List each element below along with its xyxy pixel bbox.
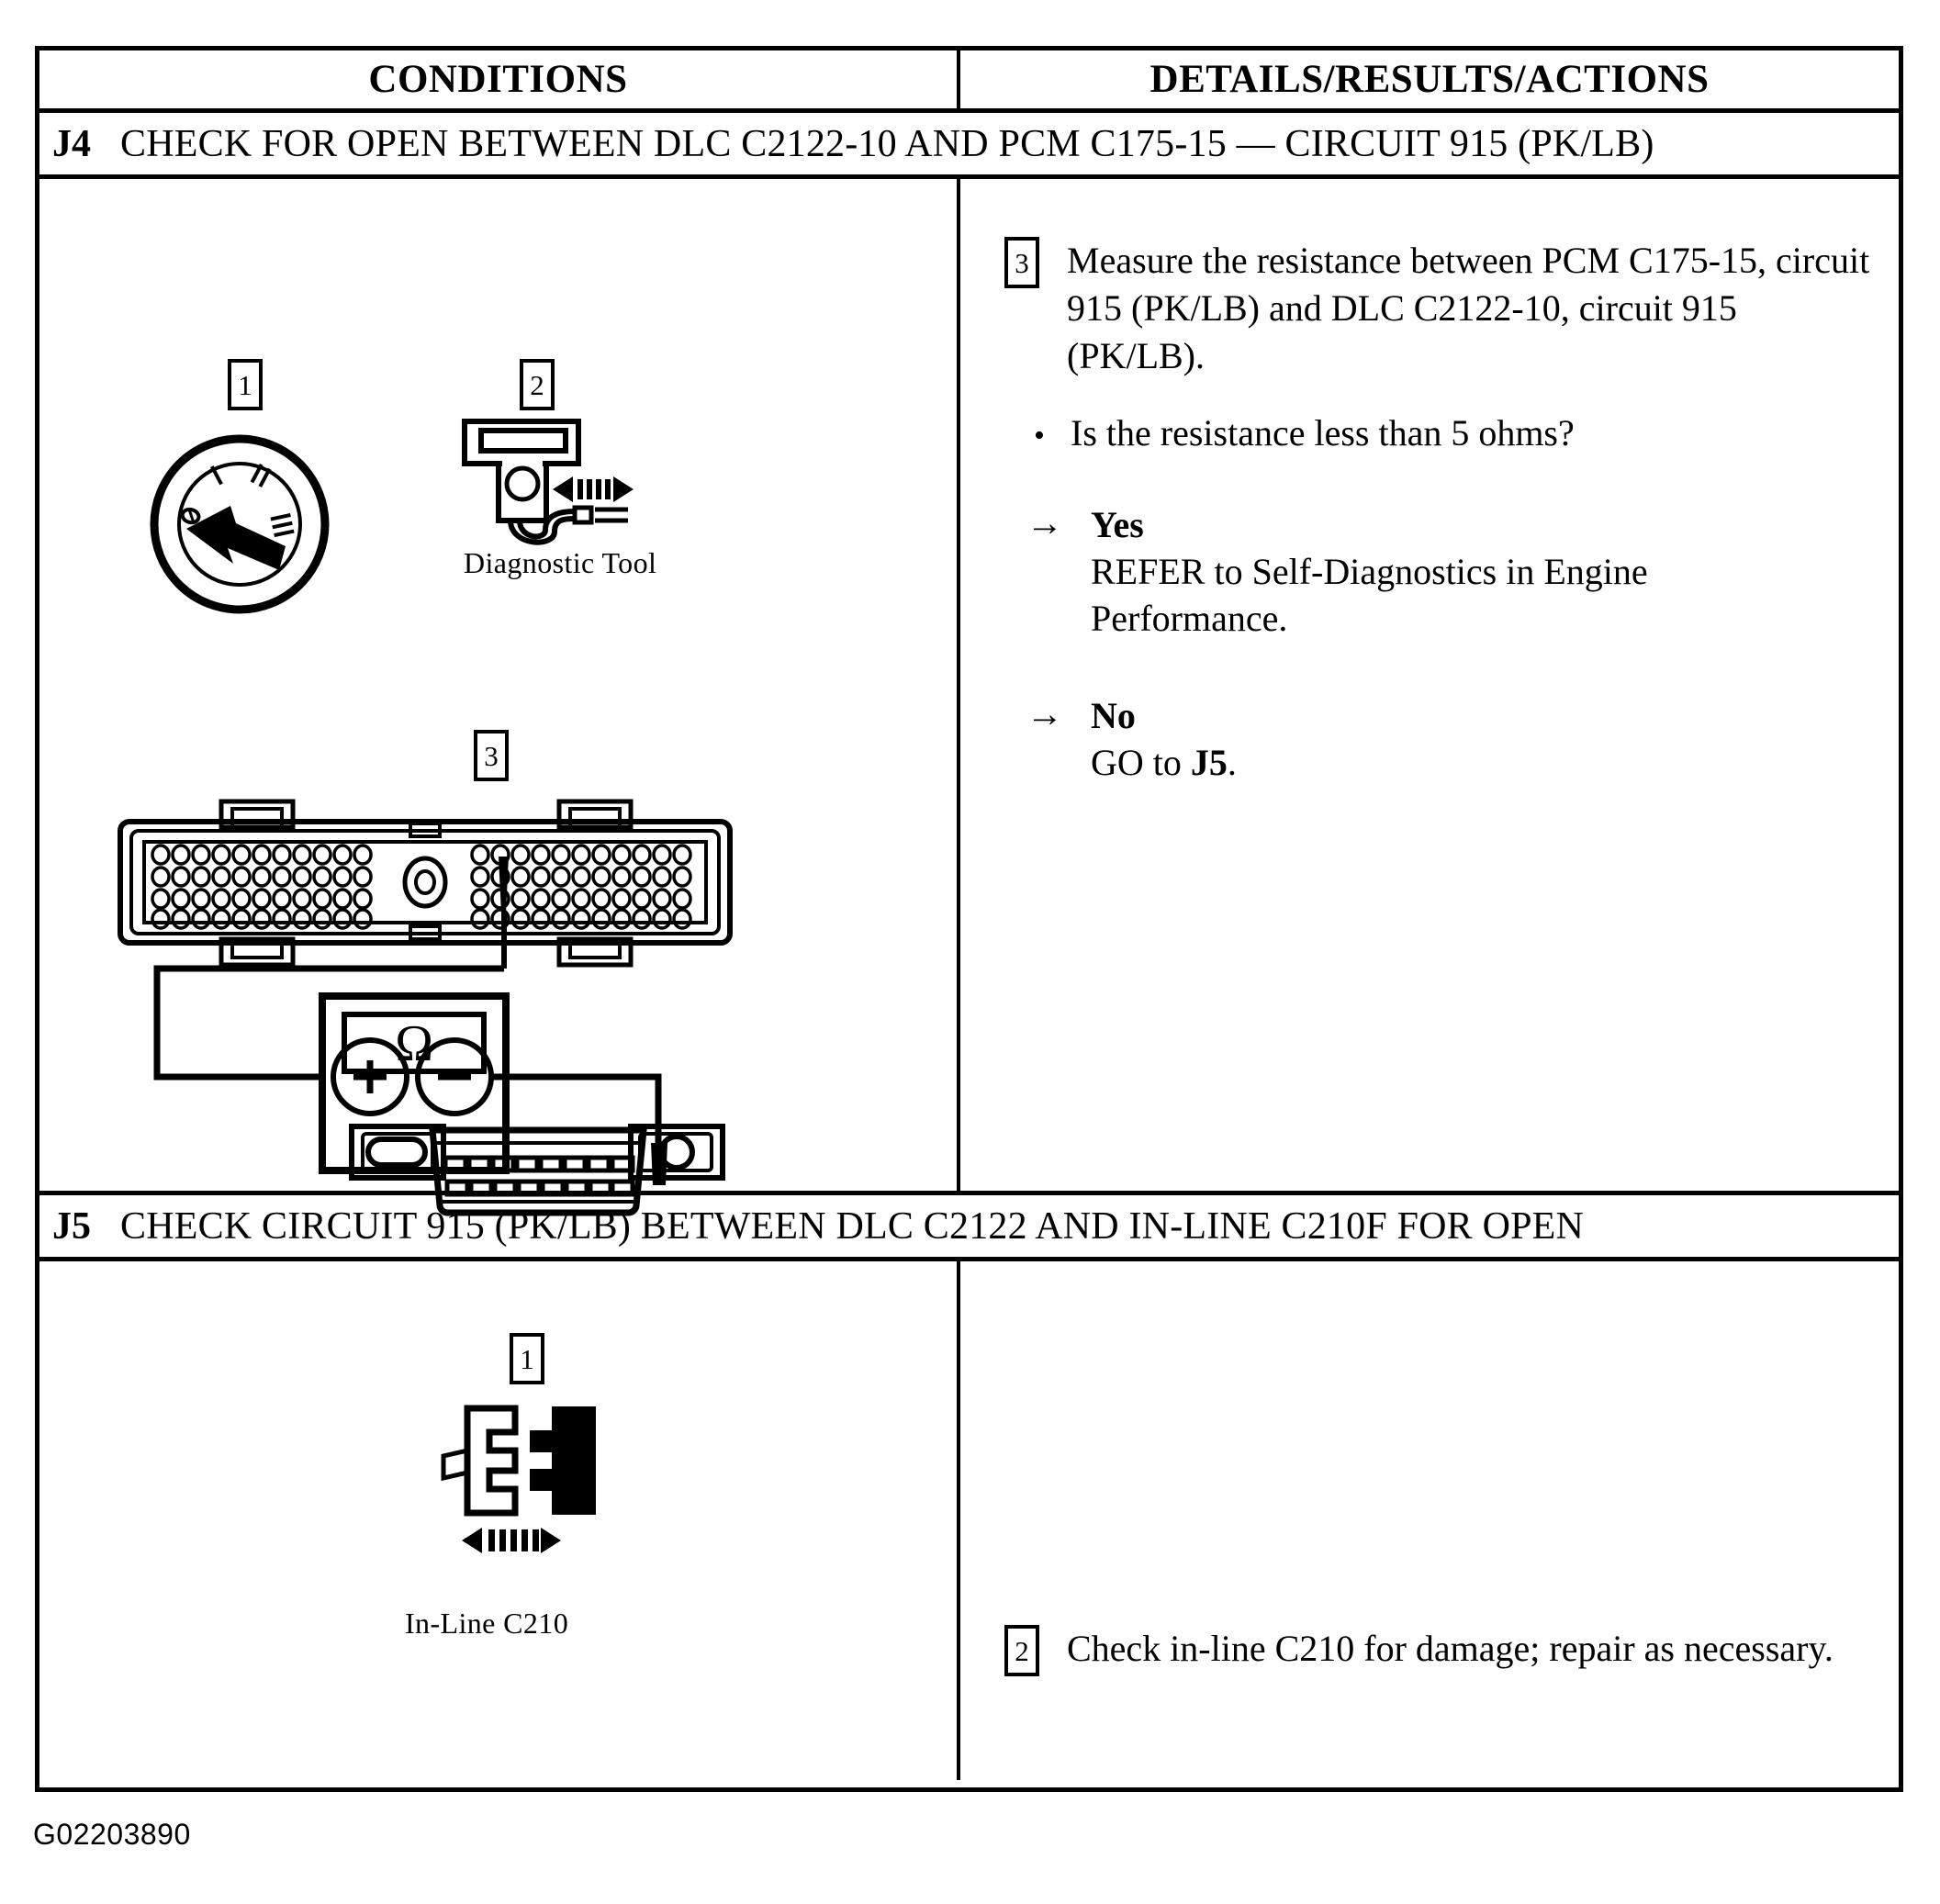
figure-reference-code: G02203890 [33,1818,191,1851]
answer-detail-no-target: J5 [1190,741,1228,783]
answer-label-no: No [1091,695,1136,736]
details-cell-j5: 2 Check in-line C210 for damage; repair … [960,1261,1899,1780]
column-header-conditions-label: CONDITIONS [368,58,628,101]
instruction-block-j5: 2 Check in-line C210 for damage; repair … [1004,1625,1833,1676]
question-text-j4: Is the resistance less than 5 ohms? [1071,412,1575,454]
answer-detail-yes: REFER to Self-Diagnostics in Engine Perf… [1091,550,1648,639]
pcm-connector [118,799,733,968]
answer-detail-no: GO to J5. [1091,740,1237,787]
answer-block-yes: → Yes REFER to Self-Diagnostics in Engin… [1026,502,1789,642]
arrow-right-icon: → [1026,693,1063,734]
details-cell-j4: 3 Measure the resistance between PCM C17… [960,179,1899,1191]
instruction-text-j4: Measure the resistance between PCM C175-… [1067,240,1870,376]
diagnostic-procedure-table: CONDITIONS DETAILS/RESULTS/ACTIONS J4 CH… [35,46,1903,1792]
step-title-row-j5: J5 CHECK CIRCUIT 915 (PK/LB) BETWEEN DLC… [39,1195,1899,1261]
diagnostic-tool-figure [457,416,687,563]
measurement-setup-figure: Ω [104,785,930,1189]
callout-number-3-instruction: 3 [1004,237,1039,288]
callout-number-2-diagnostic-tool: 2 [520,359,555,410]
answer-detail-no-prefix: GO to [1091,741,1191,783]
table-header-row: CONDITIONS DETAILS/RESULTS/ACTIONS [39,50,1899,113]
instruction-text-j5: Check in-line C210 for damage; repair as… [1067,1628,1833,1669]
step-body-row-j5: 1 [39,1261,1899,1780]
callout-number-3-measurement: 3 [474,730,509,781]
step-body-row-j4: 1 [39,179,1899,1216]
diagnostic-tool-caption: Diagnostic Tool [464,546,657,579]
column-header-details-label: DETAILS/RESULTS/ACTIONS [1149,58,1710,101]
instruction-block-j4: 3 Measure the resistance between PCM C17… [1004,237,1875,380]
callout-number-1-inline: 1 [510,1333,544,1384]
ignition-switch-figure [148,432,331,616]
column-header-conditions: CONDITIONS [39,50,960,108]
conditions-cell-j4: 1 [39,179,960,1216]
pcm-probe [499,857,509,969]
step-id-j4: J4 [52,122,91,165]
step-title-j4: CHECK FOR OPEN BETWEEN DLC C2122-10 AND … [120,122,1654,165]
bullet-icon: • [1034,419,1045,453]
in-line-connector-figure [434,1399,618,1574]
callout-number-1-ignition: 1 [228,359,263,410]
callout-number-2-instruction: 2 [1004,1625,1039,1676]
answer-block-no: → No GO to J5. [1026,693,1237,787]
question-line-j4: • Is the resistance less than 5 ohms? [1034,411,1575,454]
dlc-connector-figure [344,1117,730,1218]
arrow-right-icon: → [1026,502,1063,543]
conditions-cell-j5: 1 [39,1261,960,1780]
ohmmeter: Ω [319,992,510,1174]
column-header-details: DETAILS/RESULTS/ACTIONS [960,50,1899,108]
in-line-connector-caption: In-Line C210 [405,1607,569,1640]
step-title-row-j4: J4 CHECK FOR OPEN BETWEEN DLC C2122-10 A… [39,113,1899,179]
step-id-j5: J5 [52,1204,91,1248]
answer-detail-no-suffix: . [1227,741,1237,783]
answer-label-yes: Yes [1091,504,1144,545]
svg-text:Ω: Ω [395,1015,433,1072]
step-title-j5: CHECK CIRCUIT 915 (PK/LB) BETWEEN DLC C2… [120,1204,1585,1248]
